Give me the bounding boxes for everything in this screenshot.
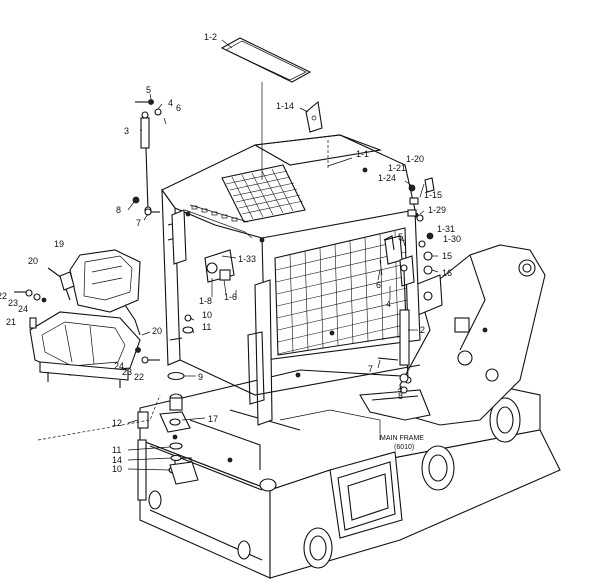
callout-16: 16 xyxy=(442,268,452,278)
callout-10: 10 xyxy=(202,310,212,320)
callout-14: 14 xyxy=(112,455,122,465)
callout-4b: 4 xyxy=(386,299,391,309)
callout-10b: 10 xyxy=(112,464,122,474)
callout-23b: 23 xyxy=(122,367,132,377)
callout-7b: 7 xyxy=(368,364,373,374)
callout-1-8: 1-8 xyxy=(199,296,212,306)
callout-22: 22 xyxy=(0,291,7,301)
fasteners-strut-base xyxy=(132,196,160,216)
operator-seat xyxy=(29,249,160,388)
fasteners-top-left xyxy=(135,99,167,125)
dashed-leader-seat xyxy=(37,394,161,441)
callout-1-33: 1-33 xyxy=(238,254,256,264)
callout-1-15: 1-15 xyxy=(424,190,442,200)
callout-1-31: 1-31 xyxy=(437,224,455,234)
callout-1-1: 1-1 xyxy=(356,149,369,159)
callout-15: 15 xyxy=(442,251,452,261)
operator-cab xyxy=(161,134,421,426)
callout-6b: 6 xyxy=(376,280,381,290)
callout-1-14: 1-14 xyxy=(276,101,294,111)
callout-11: 11 xyxy=(202,322,211,332)
roof-cover-panel xyxy=(220,37,312,83)
callout-8: 8 xyxy=(116,205,121,215)
callout-24b: 24 xyxy=(114,361,124,371)
callout-17: 17 xyxy=(208,414,218,424)
boom-arm xyxy=(359,244,546,426)
callout-labels: 1-2 5 4 6 3 1-14 1-1 1-20 1-21 1-24 1-15… xyxy=(0,32,461,474)
main-frame-label: MAIN FRAME xyxy=(380,435,424,442)
callout-9: 9 xyxy=(198,372,203,382)
callout-5: 5 xyxy=(146,85,151,95)
callout-1-29: 1-29 xyxy=(428,205,446,215)
callout-7: 7 xyxy=(136,218,141,228)
callout-5b: 5 xyxy=(398,232,403,242)
callout-3: 3 xyxy=(124,126,129,136)
main-frame-code: (6010) xyxy=(394,444,414,451)
callout-1-20: 1-20 xyxy=(406,154,424,164)
callout-1-24: 1-24 xyxy=(378,173,396,183)
callout-19: 19 xyxy=(54,239,64,249)
callout-23: 23 xyxy=(8,298,18,308)
callout-1-21: 1-21 xyxy=(388,163,406,173)
mount-stack-center xyxy=(137,371,199,501)
callout-1-30: 1-30 xyxy=(443,234,461,244)
callout-8b: 8 xyxy=(398,391,403,401)
callout-2: 2 xyxy=(420,325,425,335)
fasteners-right-cluster xyxy=(379,177,435,276)
callout-6: 6 xyxy=(176,103,181,113)
callout-22b: 22 xyxy=(134,372,144,382)
leader-lines xyxy=(127,39,439,471)
fasteners-lower-right xyxy=(377,357,409,394)
callout-1-2: 1-2 xyxy=(204,32,217,42)
callout-12: 12 xyxy=(112,418,122,428)
callout-1-6: 1-6 xyxy=(224,292,237,302)
gas-strut-left xyxy=(140,111,152,214)
callout-4: 4 xyxy=(168,98,173,108)
callout-21: 21 xyxy=(6,317,16,327)
mount-stack-mid xyxy=(182,314,194,334)
callout-20b: 20 xyxy=(152,326,162,336)
bracket-1-14 xyxy=(305,100,323,133)
callout-24: 24 xyxy=(18,304,28,314)
fasteners-seat-left xyxy=(14,289,47,329)
callout-20: 20 xyxy=(28,256,38,266)
callout-11b: 11 xyxy=(112,445,121,455)
